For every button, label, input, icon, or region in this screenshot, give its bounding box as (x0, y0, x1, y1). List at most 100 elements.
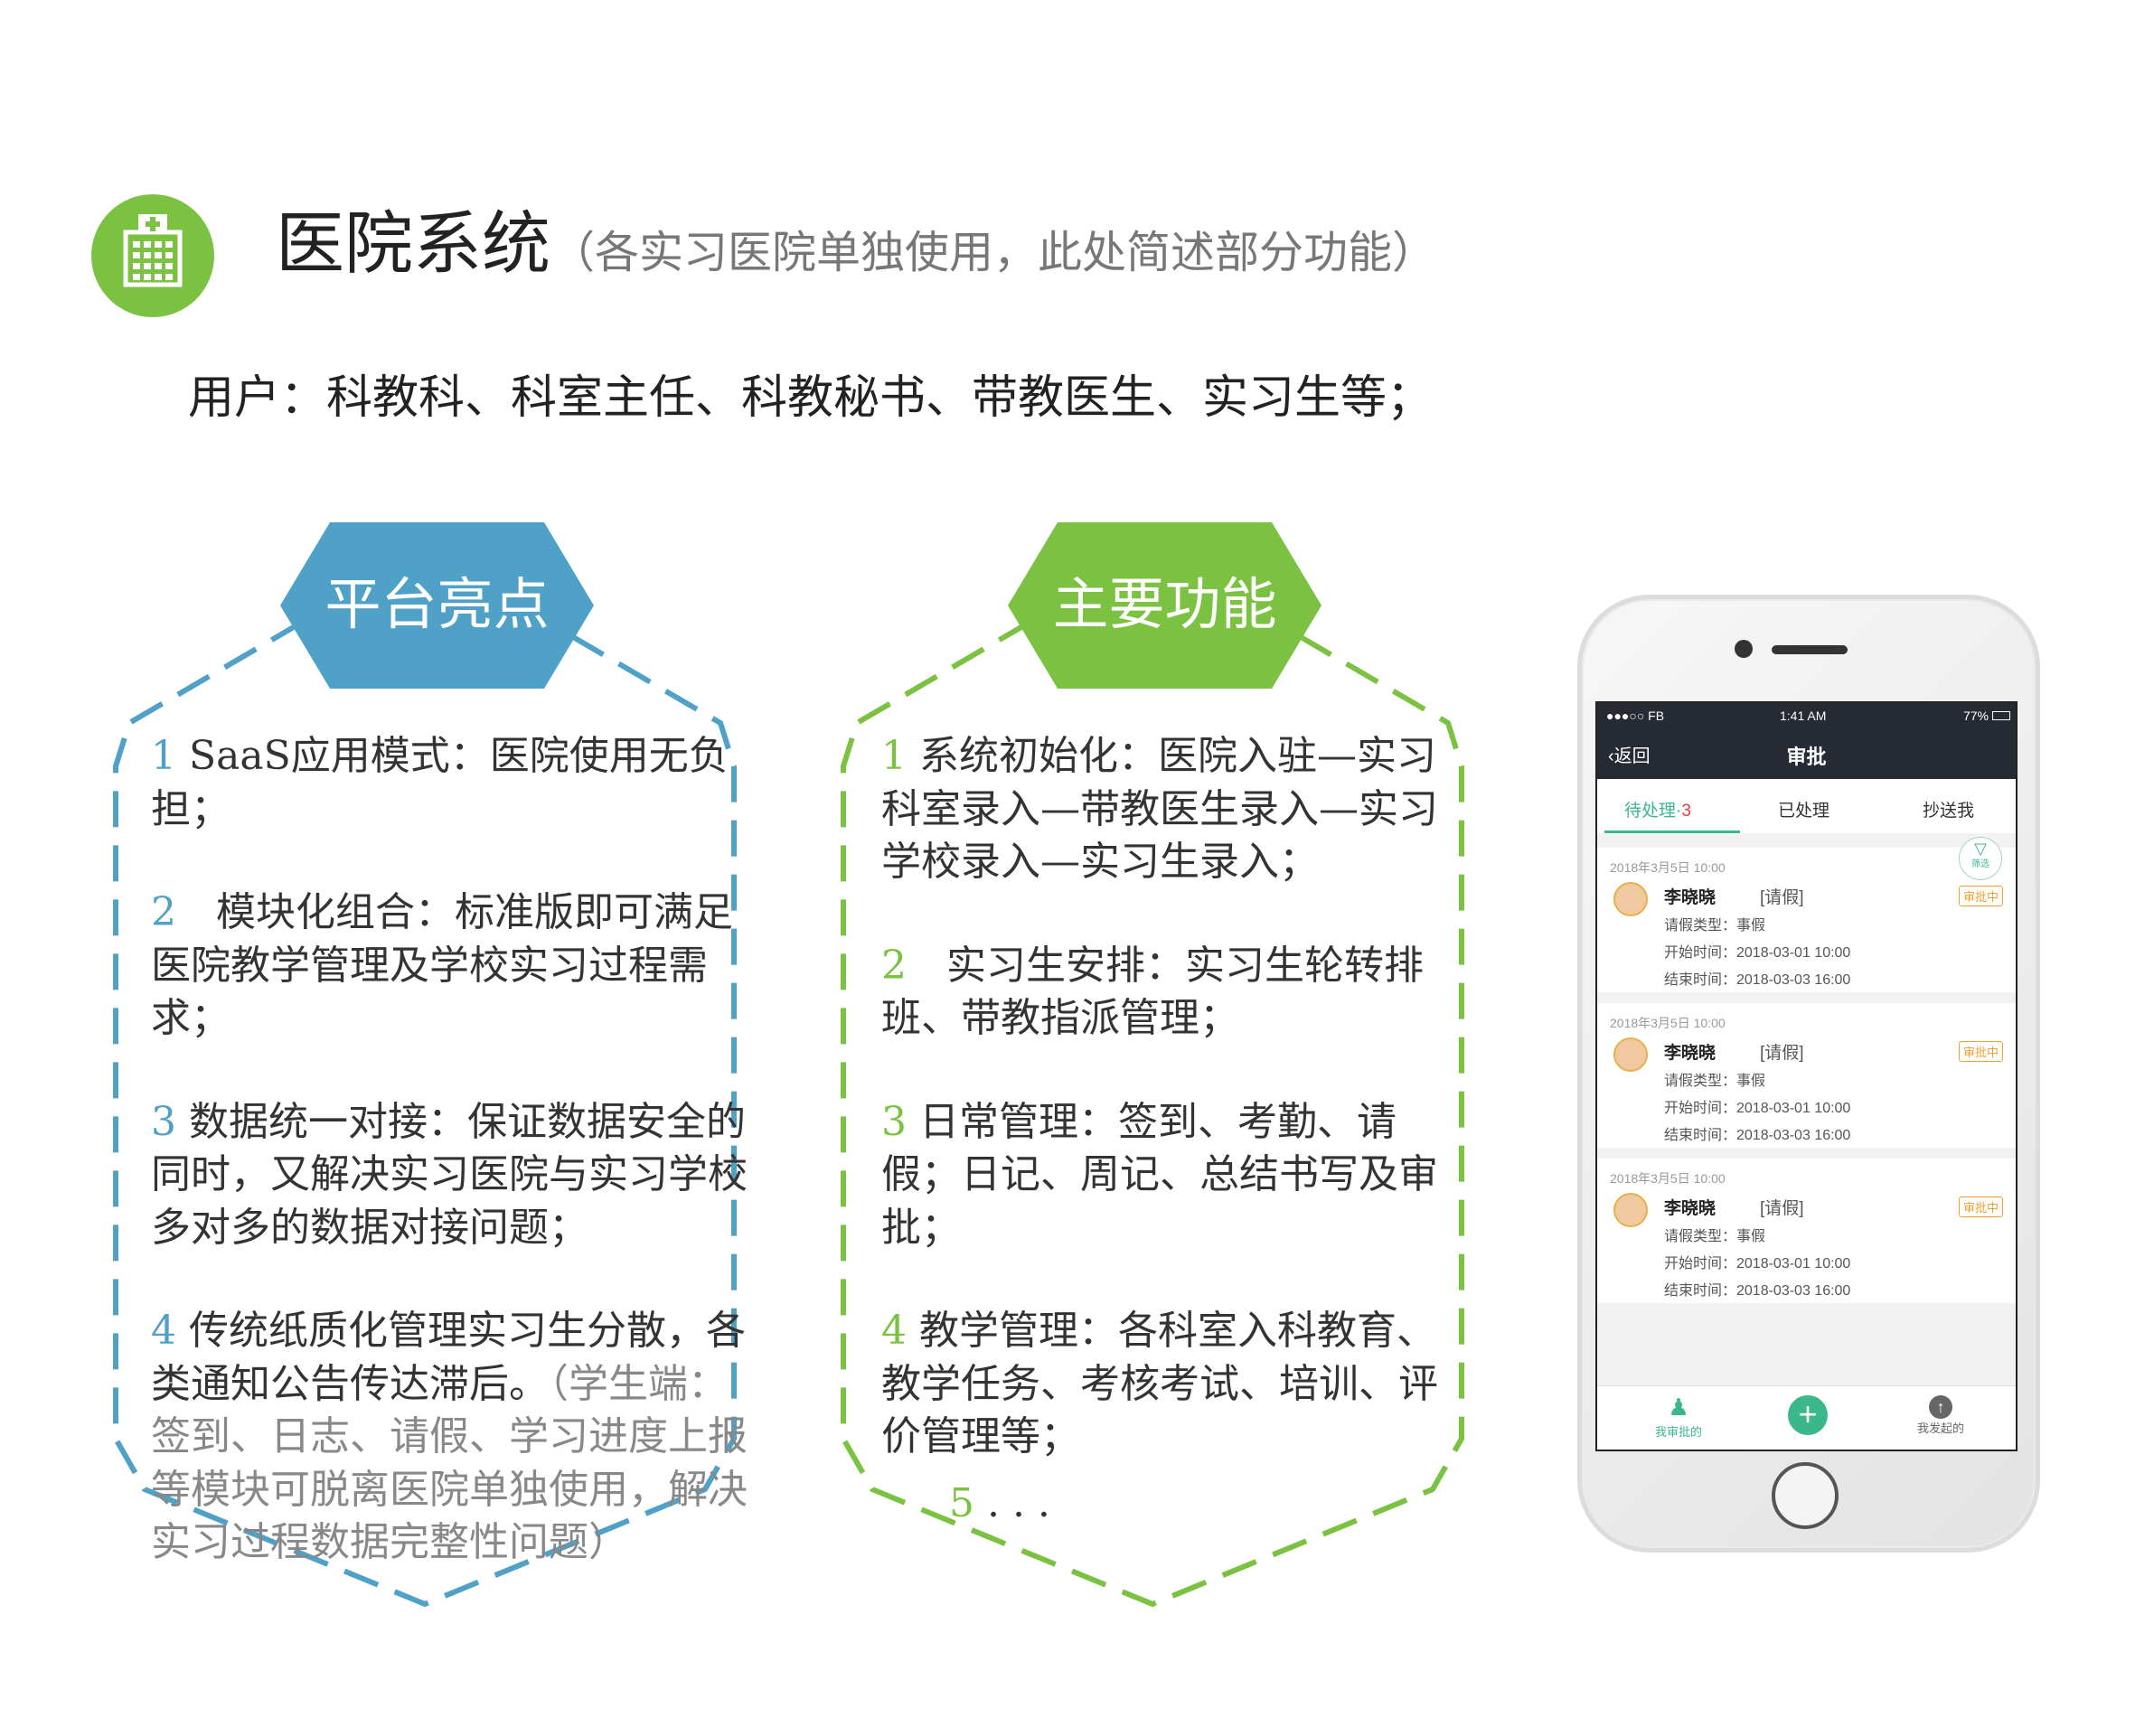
item-text: 数据统一对接：保证数据安全的同时，又解决实习医院与实习学校多对多的数据对接问题； (151, 1098, 748, 1251)
nav-bar: ‹返回 审批 (1597, 728, 2016, 779)
tab-label: 待处理· (1624, 802, 1682, 821)
request-type: [请假] (1760, 1199, 1804, 1218)
tab-bar: 待处理·3 已处理 抄送我 (1597, 779, 2016, 833)
functions-dashed-outline (841, 619, 1464, 1608)
functions-badge (1008, 522, 1322, 689)
highlights-badge (280, 522, 594, 689)
battery-percent: 77% (1962, 708, 1989, 723)
page-title: 医院系统（各实习医院单独使用，此处简述部分功能） (276, 210, 1436, 278)
avatar (1613, 1037, 1648, 1072)
applicant-name: 李晓晓 (1664, 1199, 1717, 1218)
approval-card[interactable]: 2018年3月5日 10:00 李晓晓 [请假] 审批中 请假类型：事假 开始时… (1597, 1003, 2016, 1148)
function-item-more: 5 . . . (949, 1478, 1050, 1531)
highlights-dashed-outline (113, 619, 737, 1608)
highlights-heading: 平台亮点 (325, 571, 550, 637)
applicant-name: 李晓晓 (1664, 888, 1717, 907)
request-type: [请假] (1760, 888, 1804, 907)
item-number: 3 (151, 1098, 176, 1145)
upload-icon: ↑ (1929, 1395, 1952, 1419)
chevron-left-icon: ‹ (1608, 746, 1614, 766)
tab-my-initiated-label: 我发起的 (1916, 1422, 1964, 1435)
item-text: 传统纸质化管理实习生分散，各类通知公告传达滞后。 (151, 1308, 746, 1407)
tab-my-approvals[interactable]: ♟ 我审批的 (1633, 1392, 1724, 1440)
card-date: 2018年3月5日 10:00 (1610, 860, 1726, 875)
back-button[interactable]: ‹返回 (1608, 741, 1651, 767)
item-number: 1 (881, 733, 907, 779)
status-badge: 审批中 (1958, 1196, 2003, 1217)
request-type: [请假] (1760, 1044, 1804, 1063)
highlight-item-4: 4 传统纸质化管理实习生分散，各类通知公告传达滞后。（学生端：签到、日志、请假、… (151, 1305, 748, 1570)
start-time: 开始时间：2018-03-01 10:00 (1664, 945, 1851, 961)
bottom-tab-bar: ♟ 我审批的 + ↑ 我发起的 (1597, 1385, 2016, 1450)
add-button[interactable]: + (1788, 1395, 1828, 1435)
item-text: 教学管理：各科室入科教育、教学任务、考核考试、培训、评价管理等； (881, 1308, 1438, 1459)
status-badge: 审批中 (1958, 886, 2003, 906)
filter-button[interactable]: ▽ 筛选 (1959, 837, 2002, 880)
start-time: 开始时间：2018-03-01 10:00 (1664, 1256, 1851, 1272)
leave-type: 请假类型：事假 (1664, 918, 1766, 934)
stamp-icon: ♟ (1668, 1393, 1689, 1421)
functions-list: 1 系统初始化：医院入驻—实习科室录入—带教医生录入—实习学校录入—实习生录入；… (881, 730, 1460, 1464)
battery-icon (1992, 711, 2010, 720)
item-number: 1 (151, 733, 176, 779)
plus-icon: + (1798, 1395, 1818, 1432)
tab-cc-me[interactable]: 抄送我 (1923, 802, 1975, 821)
approval-card[interactable]: 2018年3月5日 10:00 李晓晓 [请假] 审批中 请假类型：事假 开始时… (1597, 848, 2016, 992)
item-number: 2 (151, 889, 176, 935)
item-note: （学生端：签到、日志、请假、学习进度上报等模块可脱离医院单独使用，解决实习过程数… (151, 1360, 748, 1566)
leave-type: 请假类型：事假 (1664, 1074, 1766, 1089)
item-number: 5 (949, 1480, 974, 1526)
tab-my-approvals-label: 我审批的 (1654, 1425, 1702, 1439)
highlight-item-2: 2 模块化组合：标准版即可满足医院教学管理及学校实习过程需求； (151, 887, 748, 1046)
card-date: 2018年3月5日 10:00 (1610, 1171, 1726, 1186)
carrier-signal: ●●●○○ FB (1606, 708, 1665, 723)
status-bar: ●●●○○ FB 1:41 AM 77% (1597, 703, 2016, 728)
hospital-logo-icon (91, 194, 214, 317)
item-number: 4 (881, 1308, 907, 1354)
end-time: 结束时间：2018-03-03 16:00 (1664, 972, 1851, 988)
filter-icon: ▽ (1974, 840, 1987, 858)
item-text: 日常管理：签到、考勤、请假；日记、周记、总结书写及审批； (881, 1098, 1438, 1251)
home-button[interactable] (1772, 1462, 1839, 1529)
function-item-1: 1 系统初始化：医院入驻—实习科室录入—带教医生录入—实习学校录入—实习生录入； (881, 730, 1460, 889)
camera-icon (1735, 640, 1753, 658)
item-number: 4 (151, 1308, 176, 1354)
function-item-3: 3 日常管理：签到、考勤、请假；日记、周记、总结书写及审批； (881, 1096, 1460, 1255)
title-text: 医院系统 (276, 203, 550, 284)
functions-heading: 主要功能 (1052, 571, 1277, 637)
item-text: 模块化组合：标准版即可满足医院教学管理及学校实习过程需求； (151, 889, 733, 1041)
user-roles-text: 用户：科教科、科室主任、科教秘书、带教医生、实习生等； (188, 371, 1434, 425)
page-subtitle: （各实习医院单独使用，此处简述部分功能） (550, 227, 1437, 278)
function-item-2: 2 实习生安排：实习生轮转排班、带教指派管理； (881, 940, 1460, 1046)
tab-processed[interactable]: 已处理 (1778, 802, 1830, 821)
item-number: 2 (881, 942, 907, 989)
end-time: 结束时间：2018-03-03 16:00 (1664, 1128, 1851, 1143)
approval-card[interactable]: 2018年3月5日 10:00 李晓晓 [请假] 审批中 请假类型：事假 开始时… (1597, 1159, 2016, 1303)
item-text: 实习生安排：实习生轮转排班、带教指派管理； (881, 942, 1424, 1042)
pending-count: 3 (1681, 802, 1691, 821)
item-number: 3 (881, 1098, 907, 1145)
status-badge: 审批中 (1958, 1041, 2003, 1062)
tab-my-initiated[interactable]: ↑ 我发起的 (1895, 1392, 1986, 1436)
item-text: SaaS应用模式：医院使用无负担； (151, 733, 729, 832)
filter-label: 筛选 (1971, 859, 1989, 869)
nav-title: 审批 (1786, 746, 1827, 768)
status-time: 1:41 AM (1780, 708, 1827, 723)
item-text: . . . (974, 1480, 1050, 1526)
leave-type: 请假类型：事假 (1664, 1229, 1766, 1244)
back-label: 返回 (1613, 746, 1651, 766)
active-tab-indicator (1604, 830, 1740, 833)
avatar (1613, 1193, 1648, 1227)
item-text: 系统初始化：医院入驻—实习科室录入—带教医生录入—实习学校录入—实习生录入； (881, 733, 1438, 885)
function-item-4: 4 教学管理：各科室入科教育、教学任务、考核考试、培训、评价管理等； (881, 1305, 1460, 1464)
end-time: 结束时间：2018-03-03 16:00 (1664, 1283, 1851, 1299)
applicant-name: 李晓晓 (1664, 1044, 1717, 1063)
speaker-icon (1772, 645, 1848, 654)
highlight-item-3: 3 数据统一对接：保证数据安全的同时，又解决实习医院与实习学校多对多的数据对接问… (151, 1096, 748, 1255)
highlights-list: 1 SaaS应用模式：医院使用无负担； 2 模块化组合：标准版即可满足医院教学管… (151, 730, 748, 1570)
start-time: 开始时间：2018-03-01 10:00 (1664, 1101, 1851, 1116)
avatar (1613, 882, 1648, 916)
highlight-item-1: 1 SaaS应用模式：医院使用无负担； (151, 730, 748, 836)
tab-pending[interactable]: 待处理·3 (1624, 797, 1691, 821)
